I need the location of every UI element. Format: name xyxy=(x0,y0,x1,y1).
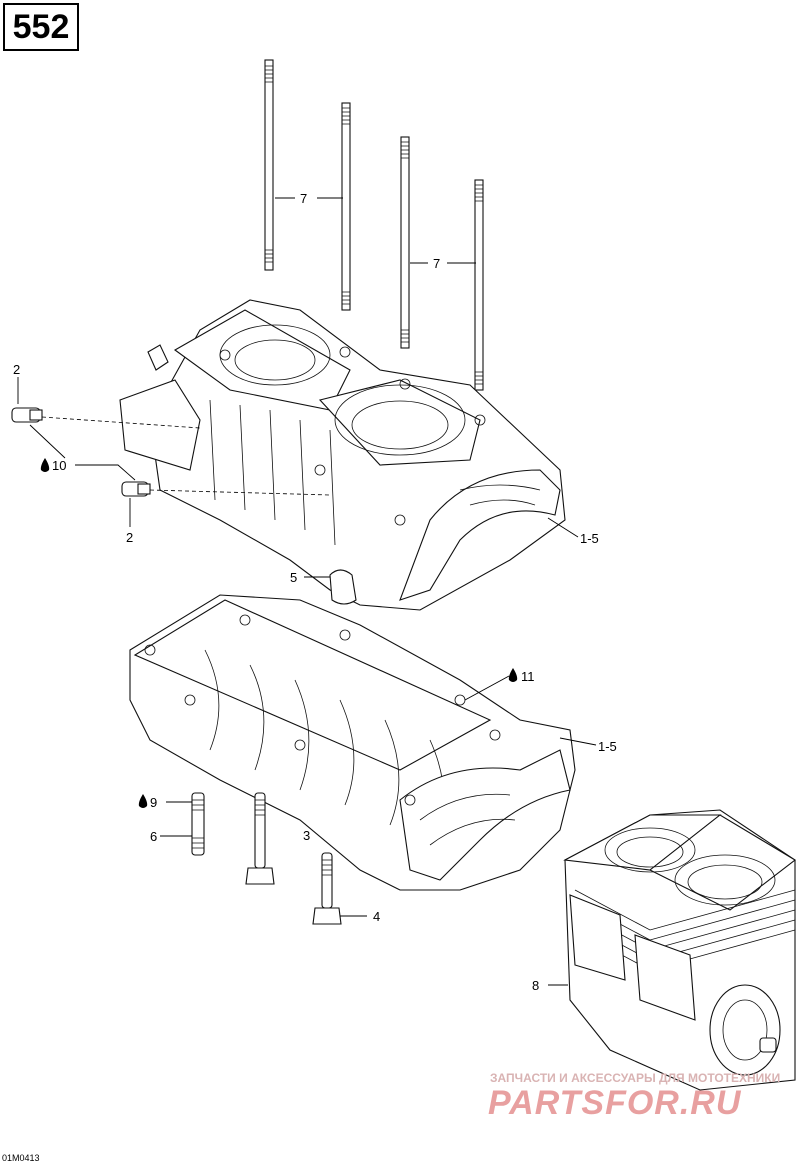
oil-drop-icon xyxy=(508,668,518,682)
watermark-logo: PARTSFOR.RU xyxy=(488,1084,742,1122)
bolt xyxy=(245,792,275,885)
callout-labels: 7 7 2 2 10 1-5 1-5 5 11 9 6 3 4 8 xyxy=(13,191,617,993)
cylinder-studs xyxy=(264,59,484,391)
callout-4: 4 xyxy=(373,909,380,924)
callout-3: 3 xyxy=(303,828,310,843)
callout-9: 9 xyxy=(150,795,157,810)
callout-1-5-bottom: 1-5 xyxy=(598,739,617,754)
callout-6: 6 xyxy=(150,829,157,844)
watermark-line1: ЗАПЧАСТИ И АКСЕССУАРЫ ДЛЯ МОТОТЕХНИКИ xyxy=(490,1071,780,1085)
upper-crankcase-half xyxy=(119,299,566,611)
oil-drop-icon xyxy=(40,458,50,472)
stud-short xyxy=(191,792,205,856)
callout-7b: 7 xyxy=(433,256,440,271)
stud xyxy=(264,59,274,271)
plug-lower xyxy=(121,481,151,497)
engine-assembly xyxy=(563,809,796,1091)
callout-11: 11 xyxy=(521,669,535,684)
stud xyxy=(341,102,351,311)
plug-upper xyxy=(11,407,43,423)
callout-1-5-top: 1-5 xyxy=(580,531,599,546)
bolt xyxy=(312,852,342,925)
ring xyxy=(329,569,357,605)
callout-8: 8 xyxy=(532,978,539,993)
page-number: 552 xyxy=(3,3,79,51)
callout-10: 10 xyxy=(52,458,66,473)
stud xyxy=(400,136,410,349)
drawing-code: 01M0413 xyxy=(2,1153,40,1163)
watermark: ЗАПЧАСТИ И АКСЕССУАРЫ ДЛЯ МОТОТЕХНИКИ PA… xyxy=(488,1071,780,1122)
stud xyxy=(474,179,484,391)
lower-crankcase-half xyxy=(129,594,576,891)
oil-drop-icon xyxy=(138,794,148,808)
callout-5: 5 xyxy=(290,570,297,585)
leader-lines xyxy=(17,197,597,986)
callout-7a: 7 xyxy=(300,191,307,206)
oil-drop-icons xyxy=(40,458,518,808)
callout-2-bottom: 2 xyxy=(126,530,133,545)
callout-2-top: 2 xyxy=(13,362,20,377)
